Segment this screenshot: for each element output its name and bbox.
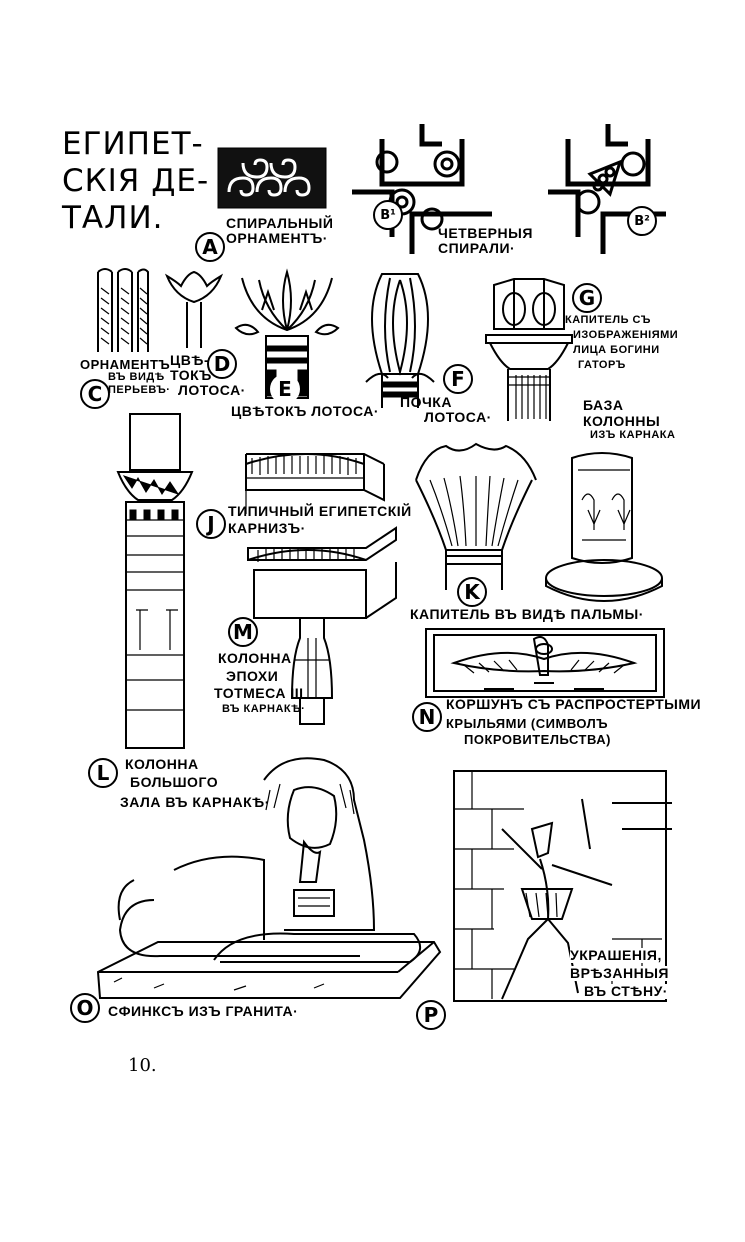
caption-m-line1: КОЛОННА [218,650,292,666]
caption-o: СФИНКСЪ ИЗЪ ГРАНИТА· [108,1003,299,1019]
caption-k: КАПИТЕЛЬ ВЪ ВИДѢ ПАЛЬМЫ· [410,606,644,622]
caption-c-line3: ПЕРЬЕВЪ· [108,384,171,396]
figure-label-k: K [457,577,487,607]
lotus-flower-d-drawing [164,270,224,348]
caption-c-line2: ВЪ ВИДѢ [108,371,165,383]
caption-e: ЦВѢТОКЪ ЛОТОСА· [231,403,380,419]
caption-m-line4: ВЪ КАРНАКѢ· [222,703,306,715]
figure-label-j: J [196,509,226,539]
caption-l-line2: БОЛЬШОГО [130,774,219,790]
caption-l-line1: КОЛОННА [125,756,199,772]
caption-f-line2: ЛОТОСА· [424,409,492,425]
feather-ornament-drawing [97,268,149,352]
caption-m-line3: ТОТМЕСА III [214,685,304,701]
caption-j-line2: КАРНИЗЪ· [228,520,306,536]
figure-label-n: N [412,702,442,732]
caption-a: СПИРАЛЬНЫЙ ОРНАМЕНТЪ· [226,215,334,246]
hathor-capital-drawing [485,278,573,421]
figure-label-l: L [88,758,118,788]
figure-label-c: C [80,379,110,409]
caption-n-line3: ПОКРОВИТЕЛЬСТВА) [464,732,611,747]
figure-label-p: P [416,1000,446,1030]
caption-p-line2: ВРѢЗАННЫЯ [570,965,669,981]
caption-g-line4: ГАТОРЪ [578,359,626,371]
caption-p-line1: УКРАШЕНІЯ, [570,947,662,963]
column-base-drawing [545,452,663,602]
caption-g-line2: ИЗОБРАЖЕНІЯМИ [573,329,679,341]
lotus-bud-drawing [365,273,435,408]
figure-label-g: G [572,283,602,313]
caption-f-line1: ПОЧКА [400,394,452,410]
caption-d-line1: ЦВѢ- [170,352,210,368]
figure-label-f: F [443,364,473,394]
caption-base-line3: ИЗЪ КАРНАКА [590,429,676,441]
figure-label-o: O [70,993,100,1023]
figure-label-a: A [195,232,225,262]
egyptian-cornice-drawing [245,453,385,514]
caption-n-line1: КОРШУНЪ СЪ РАСПРОСТЕРТЫМИ [446,696,702,712]
caption-d-line3: ЛОТОСА· [178,382,246,398]
caption-l-line3: ЗАЛА ВЪ КАРНАКѢ· [120,794,270,810]
caption-n-line2: КРЫЛЬЯМИ (СИМВОЛЪ [446,716,609,731]
page-number: 10. [128,1055,157,1076]
caption-m-line2: ЭПОХИ [226,668,279,684]
palm-capital-drawing [415,442,537,590]
figure-label-b2: B² [627,206,657,236]
caption-base-line2: КОЛОННЫ [583,413,661,429]
great-hall-column-drawing [116,413,194,749]
caption-b: ЧЕТВЕРНЫЯ СПИРАЛИ· [438,225,533,256]
granite-sphinx-drawing [96,757,442,999]
figure-label-e: E [270,374,300,404]
caption-g-line1: КАПИТЕЛЬ СЪ [565,314,651,326]
caption-j-line1: ТИПИЧНЫЙ ЕГИПЕТСКІЙ [228,503,412,519]
spiral-ornament-drawing [217,147,327,209]
caption-c-line1: ОРНАМЕНТЪ [80,357,171,372]
figure-label-d: D [207,349,237,379]
thutmose-column-drawing [247,526,397,725]
plate-title: ЕГИПЕТ- СКІЯ ДЕ- ТАЛИ. [62,126,210,236]
caption-base-line1: БАЗА [583,397,624,413]
caption-d-line2: ТОКЪ [170,367,212,383]
caption-g-line3: ЛИЦА БОГИНИ [573,344,660,356]
vulture-panel-drawing [425,628,665,698]
figure-label-m: M [228,617,258,647]
figure-label-b1: B¹ [373,200,403,230]
caption-p-line3: ВЪ СТѢНУ· [584,983,668,999]
